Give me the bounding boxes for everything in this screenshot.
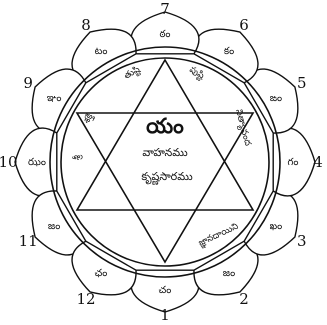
petal-syllable: ఖం — [270, 221, 283, 232]
petal-syllable: ఝం — [28, 157, 46, 168]
petal-syllable: ఞం — [47, 93, 62, 104]
petal-number: 1 — [160, 306, 170, 324]
petal-number: 5 — [297, 74, 307, 92]
bija-syllable: యం — [146, 114, 184, 138]
lotus-petals — [15, 12, 315, 312]
petal-number: 12 — [76, 290, 95, 308]
petal-number: 10 — [0, 153, 18, 171]
petal-syllable: ఛం — [95, 268, 108, 279]
petal-number: 9 — [23, 74, 33, 92]
petal-number: 4 — [313, 153, 323, 171]
petal-number: 8 — [81, 16, 91, 34]
petal-number: 11 — [19, 232, 38, 250]
petal-syllable: జం — [223, 268, 235, 279]
petal-syllable: జం — [48, 221, 60, 232]
triangle-label-left: శ్రీ — [72, 154, 83, 160]
triangle-label-bottom-right: జ్ఞానదాయిని — [197, 222, 240, 250]
petal-syllable: చం — [159, 285, 172, 296]
inner-circle — [61, 58, 269, 266]
center-text-line-1: వాహనము — [142, 146, 188, 159]
triangle-label-top-right: పుష్టి — [187, 65, 206, 83]
petal-syllable: కం — [224, 46, 234, 57]
petal-number: 7 — [160, 0, 170, 18]
petal-number: 3 — [297, 232, 307, 250]
petal-number: 2 — [239, 290, 249, 308]
petal-syllable: ఠం — [160, 29, 171, 40]
triangle-label-top-left: తుష్టి — [123, 64, 143, 82]
petal-syllable: ఙం — [270, 93, 282, 104]
petal-syllable: టం — [95, 46, 108, 57]
petal-number: 6 — [239, 16, 249, 34]
center-text-line-2: కృష్ణసారము — [141, 170, 192, 185]
petal-syllable: గం — [288, 157, 299, 168]
